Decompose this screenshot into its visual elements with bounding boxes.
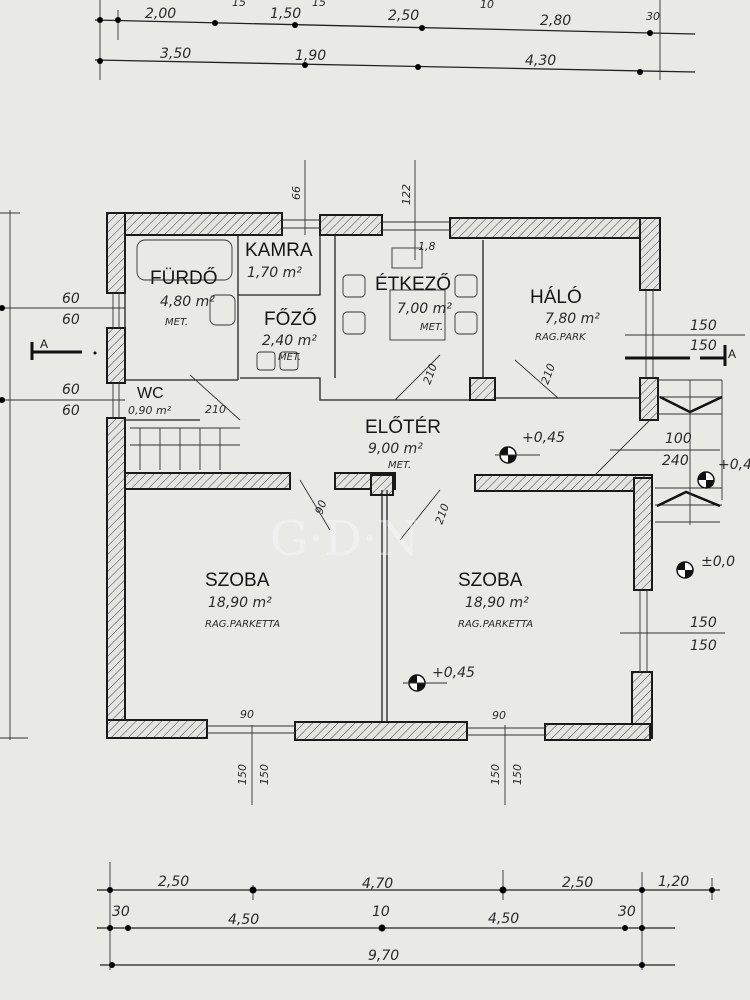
watermark-logo: G·D·N <box>270 511 419 567</box>
dim-label: 2,00 <box>145 6 176 22</box>
room-area: 4,80 m² <box>160 294 215 310</box>
windows <box>112 219 654 736</box>
dim-label: 60 <box>62 382 80 398</box>
level-label: +0,45 <box>522 430 565 446</box>
dim-label: 30 <box>618 904 636 920</box>
dim-label: 2,50 <box>388 8 419 24</box>
window-dim: 1,8 <box>418 240 436 253</box>
entrance-steps: 150 150 A 100 240 150 150 <box>610 318 745 654</box>
room-floor: RAG.PARKETTA <box>205 619 280 630</box>
dim-label: 100 <box>665 431 692 447</box>
room-name-szoba-left: SZOBA <box>205 570 270 591</box>
room-floor: RAG.PARKETTA <box>458 619 533 630</box>
top-dimensions: 2,00 15 1,50 15 2,50 10 2,80 30 3,50 1,9… <box>94 0 696 80</box>
partitions <box>124 235 651 722</box>
room-area: 7,00 m² <box>397 301 452 317</box>
level-label: +0,45 <box>432 665 475 681</box>
level-marker <box>697 471 715 489</box>
room-area: 2,40 m² <box>262 333 317 349</box>
dim-label: 2,50 <box>562 875 593 891</box>
room-name-eloter: ELŐTÉR <box>365 416 441 438</box>
window-dim: 66 <box>290 186 303 200</box>
dim-label: 4,50 <box>228 912 259 928</box>
walls <box>106 212 661 741</box>
dim-label: 240 <box>662 453 689 469</box>
room-name-kamra: KAMRA <box>245 240 313 261</box>
room-labels: FÜRDŐ 4,80 m² MET. KAMRA 1,70 m² FŐZŐ 2,… <box>128 160 600 722</box>
dim-label: 60 <box>62 312 80 328</box>
room-floor: MET. <box>278 352 301 363</box>
dim-label: 150 <box>690 615 717 631</box>
room-area: 18,90 m² <box>465 595 529 611</box>
dim-label: 30 <box>112 904 130 920</box>
section-marker-right: A <box>728 347 736 361</box>
dim-label: 1,20 <box>658 874 689 890</box>
room-floor: MET. <box>165 317 188 328</box>
dim-label: 4,70 <box>362 876 393 892</box>
dim-label: 150 <box>258 764 271 785</box>
dim-label: 4,30 <box>525 53 556 69</box>
room-floor: MET. <box>388 460 411 471</box>
level-label: +0,4 <box>718 457 750 473</box>
room-area: 7,80 m² <box>545 311 600 327</box>
dim-label: 15 <box>312 0 326 9</box>
window-dim: 90 <box>492 709 506 722</box>
room-name-etkezo: ÉTKEZŐ <box>375 273 451 295</box>
room-floor: RAG.PARK <box>535 332 587 343</box>
dim-label: 150 <box>690 318 717 334</box>
dim-label: 60 <box>62 403 80 419</box>
level-marker <box>403 674 447 692</box>
window-dim: 122 <box>400 184 413 205</box>
dim-label: 10 <box>372 904 390 920</box>
room-name-szoba-right: SZOBA <box>458 570 523 591</box>
room-area: 9,00 m² <box>368 441 423 457</box>
room-name-wc: WC <box>137 385 164 402</box>
room-name-halo: HÁLÓ <box>530 286 582 308</box>
dim-label: 9,70 <box>368 948 399 964</box>
dim-label: 60 <box>62 291 80 307</box>
dim-label: 2,80 <box>540 13 571 29</box>
dim-label: 30 <box>646 10 660 23</box>
section-marker-left: A <box>40 337 48 351</box>
room-name-fozo: FŐZŐ <box>264 308 317 330</box>
dim-label: 150 <box>511 764 524 785</box>
dim-label: 4,50 <box>488 911 519 927</box>
dim-label: 150 <box>236 764 249 785</box>
dim-label: 10 <box>480 0 494 11</box>
dim-label: 3,50 <box>160 46 191 62</box>
dim-label: 150 <box>489 764 502 785</box>
door-dim: 90 <box>313 498 330 516</box>
level-label: ±0,0 <box>701 554 735 570</box>
room-area: 1,70 m² <box>247 265 302 281</box>
window-sill-dims: 150 150 150 150 <box>236 725 524 805</box>
level-markers: +0,45 +0,45 ±0,0 +0,4 <box>403 430 750 692</box>
room-floor: MET. <box>420 322 443 333</box>
room-name-furdo: FÜRDŐ <box>150 267 218 289</box>
door-dim: 210 <box>205 403 226 416</box>
dim-label: 15 <box>232 0 246 9</box>
level-marker <box>495 446 540 464</box>
room-area: 0,90 m² <box>128 404 172 417</box>
level-marker <box>676 561 694 579</box>
left-dimensions: 60 60 60 60 A <box>0 210 125 740</box>
dim-label: 150 <box>690 638 717 654</box>
dim-label: 1,90 <box>295 48 326 64</box>
dim-label: 150 <box>690 338 717 354</box>
bottom-dimensions: 2,50 4,70 2,50 1,20 30 4,50 10 4,50 30 9… <box>97 862 720 970</box>
window-dim: 90 <box>240 708 254 721</box>
dim-label: 2,50 <box>158 874 189 890</box>
room-area: 18,90 m² <box>208 595 272 611</box>
dim-label: 1,50 <box>270 6 301 22</box>
